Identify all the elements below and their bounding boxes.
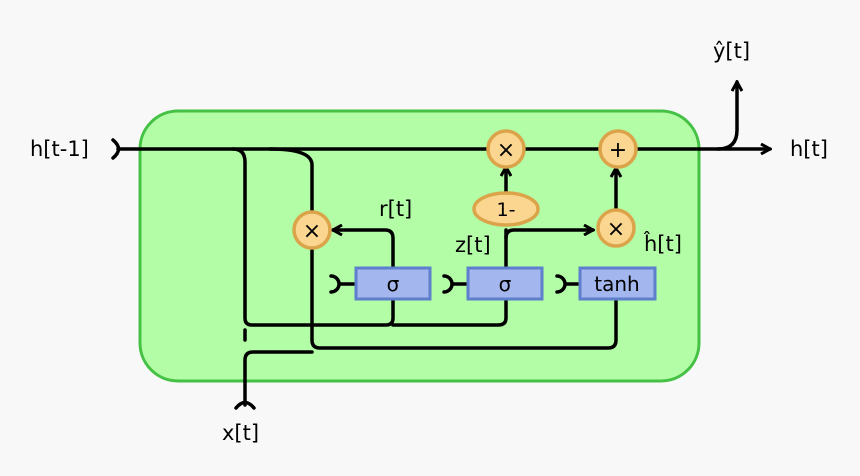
one-minus-label: 1- [497, 199, 516, 221]
update-gate: σ [466, 266, 544, 301]
top-multiply-symbol: × [497, 138, 515, 163]
h-prev-to-reset-mult [268, 147, 314, 212]
h-hat-label: ĥ[t] [643, 231, 682, 256]
one-minus-node: 1- [472, 191, 540, 227]
tanh-gate: tanh [578, 266, 657, 301]
h-prev-to-update [391, 296, 508, 327]
r-label: r[t] [379, 197, 412, 221]
update-multiply-node: × [596, 208, 636, 248]
h-prev-to-gates [231, 147, 395, 327]
add-symbol: + [609, 138, 627, 163]
connection-lines [116, 82, 770, 407]
reset-multiply-node: × [292, 210, 332, 250]
reset-gate: σ [354, 266, 432, 301]
gru-cell-box [138, 109, 701, 383]
update-multiply-symbol: × [607, 217, 625, 242]
add-node: + [598, 129, 638, 169]
x-in-label: x[t] [222, 421, 259, 445]
input-hooks [111, 138, 567, 410]
tanh-gate-label: tanh [594, 272, 639, 296]
update-gate-label: σ [499, 272, 512, 296]
reset-mult-to-tanh [310, 245, 618, 350]
h-prev-hook [111, 138, 121, 160]
reset-sigma-output [333, 230, 395, 270]
y-output-branch [716, 82, 737, 151]
top-multiply-node: × [486, 129, 526, 169]
tanh-gate-hook [555, 274, 567, 294]
reset-multiply-symbol: × [303, 219, 321, 244]
x-input-line [243, 350, 314, 407]
update-gate-hook [442, 274, 454, 294]
y-out-label: ŷ[t] [713, 39, 750, 63]
x-input-hook [234, 400, 256, 410]
update-sigma-to-update-mult [504, 230, 593, 240]
reset-gate-hook [329, 274, 341, 294]
reset-gate-label: σ [387, 272, 400, 296]
h-out-label: h[t] [790, 137, 828, 161]
h-prev-label: h[t-1] [30, 137, 89, 161]
z-label: z[t] [455, 233, 491, 257]
